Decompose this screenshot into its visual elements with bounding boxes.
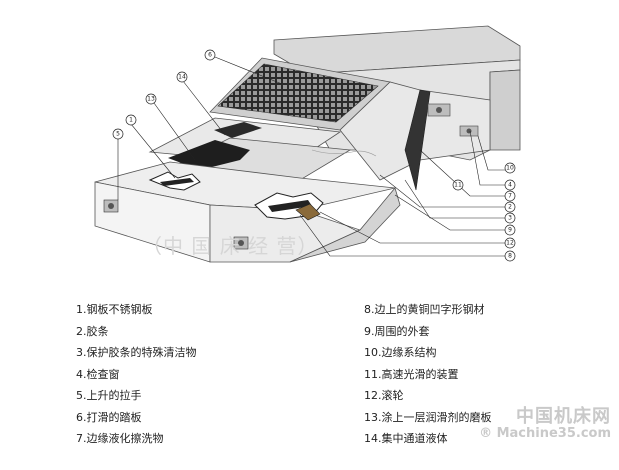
callout-2: 2 xyxy=(504,201,516,213)
callout-5: 5 xyxy=(112,128,124,140)
callout-14: 14 xyxy=(176,71,188,83)
svg-text:2: 2 xyxy=(508,204,512,211)
svg-text:11: 11 xyxy=(454,182,462,189)
callout-4: 4 xyxy=(504,179,516,191)
svg-text:1: 1 xyxy=(129,117,133,124)
callout-11: 11 xyxy=(452,179,464,191)
watermark-text: （中 国 床 经 营） xyxy=(142,234,319,258)
logo-en-text: ® Machine35.com xyxy=(479,426,611,441)
legend-item: 8.边上的黄铜凹字形钢材 xyxy=(364,303,485,316)
callout-8: 8 xyxy=(504,250,516,262)
svg-text:10: 10 xyxy=(506,165,514,172)
svg-text:7: 7 xyxy=(508,193,512,200)
logo-cn-text: 中国机床网 xyxy=(516,406,611,427)
leader-lines xyxy=(117,54,505,257)
non-slip-tread-grate xyxy=(217,63,379,123)
legend-item: 6.打滑的踏板 xyxy=(76,410,142,424)
callout-10: 10 xyxy=(504,162,516,174)
legend-left-column: 1.钢板不锈钢板 2.胶条 3.保护胶条的特殊清洁物 4.检查窗 5.上升的拉手… xyxy=(76,299,197,450)
svg-text:14: 14 xyxy=(178,74,186,81)
legend-item: 2.胶条 xyxy=(76,324,109,338)
callout-3: 3 xyxy=(504,212,516,224)
svg-text:4: 4 xyxy=(508,182,512,189)
front-base xyxy=(94,161,401,263)
callout-13: 13 xyxy=(145,93,157,105)
legend-item: 7.边缘液化擦洗物 xyxy=(76,432,164,445)
svg-text:12: 12 xyxy=(506,240,514,247)
legend-item: 10.边缘系结构 xyxy=(364,346,437,359)
legend-item: 1.钢板不锈钢板 xyxy=(76,303,153,316)
svg-text:6: 6 xyxy=(208,52,212,59)
callout-12: 12 xyxy=(504,237,516,249)
legend-item: 5.上升的拉手 xyxy=(76,389,142,402)
top-plate xyxy=(209,57,491,191)
legend-item: 13.涂上一层润滑剂的磨板 xyxy=(364,410,492,424)
legend-item: 14.集中通道液体 xyxy=(364,432,448,445)
svg-text:5: 5 xyxy=(116,131,120,138)
legend-item: 3.保护胶条的特殊清洁物 xyxy=(76,346,197,359)
site-logo: 中国机床网 ® Machine35.com xyxy=(461,398,611,450)
svg-text:9: 9 xyxy=(508,227,512,234)
callout-1: 1 xyxy=(125,114,137,126)
svg-text:13: 13 xyxy=(147,96,155,103)
callout-7: 7 xyxy=(504,190,516,202)
svg-text:3: 3 xyxy=(508,215,512,222)
legend-item: 4.检查窗 xyxy=(76,367,120,381)
svg-text:8: 8 xyxy=(508,253,512,260)
legend-right-column: 8.边上的黄铜凹字形钢材 9.周围的外套 10.边缘系结构 11.高速光滑的装置… xyxy=(364,299,492,450)
legend-item: 9.周围的外套 xyxy=(364,324,430,338)
steel-cover-diagram: 5 1 13 14 6 10 4 11 7 2 3 9 12 8 xyxy=(94,25,521,263)
callout-9: 9 xyxy=(504,224,516,236)
legend-item: 11.高速光滑的装置 xyxy=(364,367,459,381)
legend-item: 12.滚轮 xyxy=(364,389,404,402)
callout-6: 6 xyxy=(204,49,216,61)
